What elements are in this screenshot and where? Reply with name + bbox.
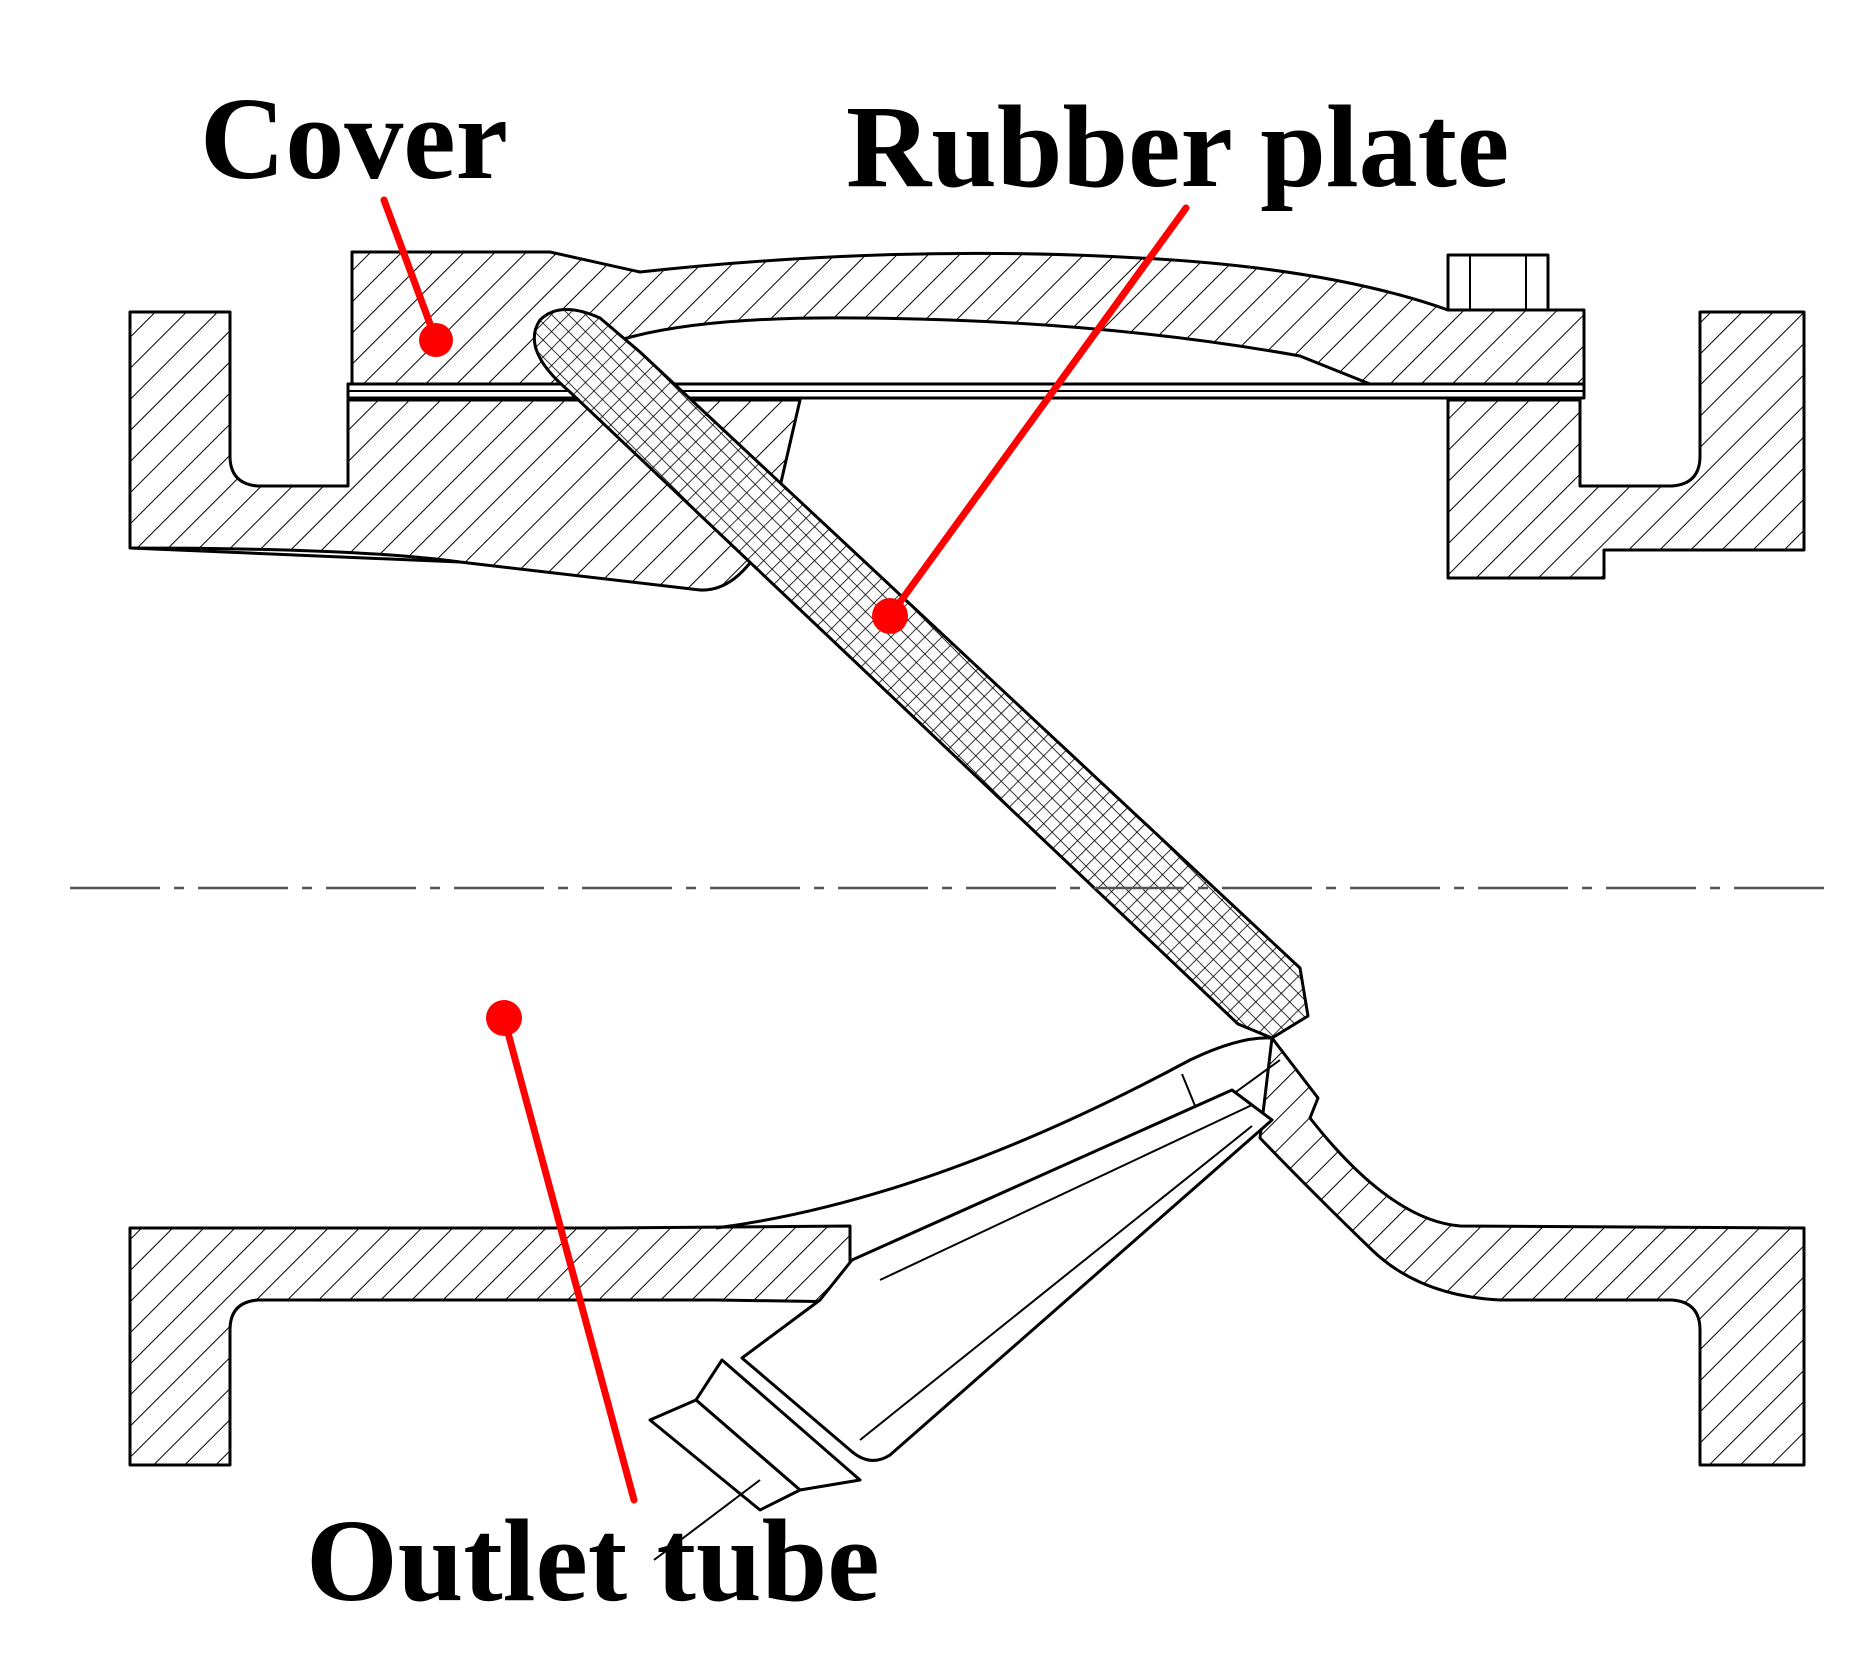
right-lower-flange [1258,1036,1806,1467]
cover-leader-dot [419,323,453,357]
rubber-plate-leader-dot [872,598,908,634]
cover-bolt [1446,253,1550,312]
cover-leader [380,196,440,344]
outlet-tube-leader-dot [486,1000,522,1036]
outlet-tube-leader [500,1014,638,1504]
left-upper-flange [128,310,802,592]
outlet-tube-label: Outlet tube [306,1495,880,1626]
stem-arm [740,1088,1274,1462]
rubber-plate-leader [886,204,1190,620]
cover-cavity [618,316,1372,386]
cover-label: Cover [200,73,508,204]
seat-curve [715,1036,1273,1230]
rubber-plate-label: Rubber plate [846,81,1509,212]
bottom-bolt-head [648,1398,802,1512]
rubber-plate [532,308,1310,1040]
bore-top [129,546,461,564]
right-upper-flange [1446,310,1806,580]
